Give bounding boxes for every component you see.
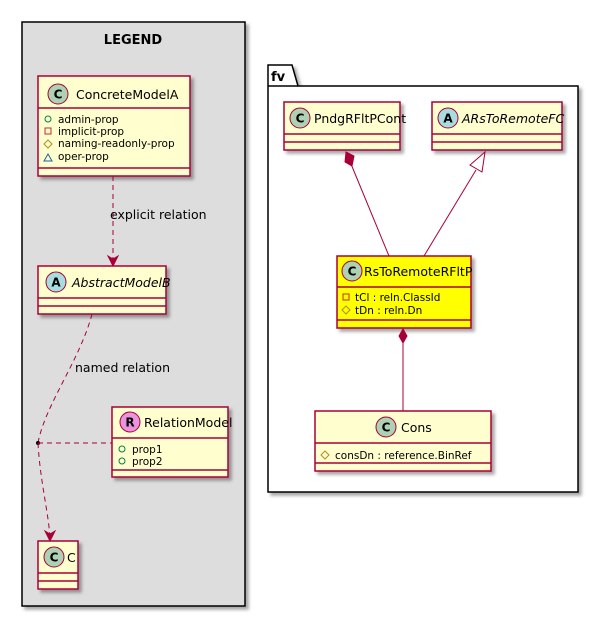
class-name: AbstractModelB (71, 275, 171, 290)
class-icon: C (47, 83, 69, 105)
class-name: C (67, 550, 76, 565)
abstract-icon: A (45, 271, 67, 293)
svg-text:prop1: prop1 (132, 444, 163, 456)
class-c[interactable]: C C (37, 540, 79, 590)
prop-row: consDn : reference.BinRef (320, 450, 472, 462)
composition-link (344, 151, 390, 257)
class-icon: C (43, 546, 65, 568)
package-name: fv (271, 70, 286, 85)
svg-text:admin-prop: admin-prop (58, 114, 119, 126)
svg-text:C: C (348, 265, 357, 279)
svg-text:C: C (54, 88, 63, 102)
class-abstract-model-b[interactable]: A AbstractModelB (37, 265, 171, 315)
prop-row: oper-prop (43, 151, 109, 163)
svg-text:tDn : reln.Dn: tDn : reln.Dn (355, 305, 422, 317)
relation-icon: R (119, 411, 141, 433)
composition-link (398, 327, 408, 411)
class-relation-model[interactable]: R RelationModel prop1 prop2 (111, 406, 232, 478)
private-icon (342, 293, 350, 301)
prop-row: admin-prop (44, 114, 119, 126)
inheritance-link (423, 150, 486, 257)
prop-row: tCl : reln.ClassId (342, 292, 440, 304)
prop-row: prop2 (118, 456, 163, 468)
class-name: RsToRemoteRFltP (364, 264, 473, 279)
prop-row: tDn : reln.Dn (341, 305, 422, 317)
class-rs-to-remote-rfltp[interactable]: C RsToRemoteRFltP tCl : reln.ClassId tDn… (336, 255, 473, 329)
svg-text:C: C (382, 421, 391, 435)
public-icon (118, 445, 126, 453)
private-icon (44, 127, 52, 135)
svg-text:A: A (51, 276, 61, 290)
public-icon (44, 115, 52, 123)
svg-text:consDn : reference.BinRef: consDn : reference.BinRef (335, 450, 472, 462)
prop-row: naming-readonly-prop (43, 138, 175, 150)
class-icon: C (375, 416, 397, 438)
svg-text:C: C (50, 551, 59, 565)
class-cons[interactable]: C Cons consDn : reference.BinRef (314, 410, 492, 472)
named-relation-arrow: named relation (36, 313, 170, 543)
svg-text:implicit-prop: implicit-prop (58, 126, 124, 138)
class-icon: C (341, 260, 363, 282)
class-pndg-rfltp-cont[interactable]: C PndgRFltPCont (283, 101, 406, 151)
class-name: ARsToRemoteFC (461, 111, 564, 126)
class-name: PndgRFltPCont (314, 111, 406, 126)
class-name: Cons (401, 420, 432, 435)
prop-row: implicit-prop (44, 126, 124, 138)
class-name: ConcreteModelA (76, 87, 179, 102)
class-concrete-model-a[interactable]: C ConcreteModelA admin-prop implicit-pro… (37, 75, 191, 177)
composition-diamond-icon (398, 327, 408, 345)
protected-icon (320, 450, 330, 460)
legend-title: LEGEND (104, 33, 163, 48)
svg-text:naming-readonly-prop: naming-readonly-prop (58, 138, 175, 150)
prop-row: prop1 (118, 444, 163, 456)
public-icon (118, 457, 126, 465)
named-relation-label: named relation (75, 360, 170, 375)
svg-text:A: A (443, 112, 453, 126)
class-ars-to-remote-fc[interactable]: A ARsToRemoteFC (431, 101, 564, 151)
svg-text:C: C (296, 112, 305, 126)
abstract-icon: A (437, 107, 459, 129)
svg-text:tCl : reln.ClassId: tCl : reln.ClassId (355, 292, 440, 304)
class-icon: C (289, 107, 311, 129)
class-name: RelationModel (144, 415, 232, 430)
protected-icon (43, 139, 53, 149)
svg-text:prop2: prop2 (132, 456, 163, 468)
package-icon (43, 152, 53, 162)
svg-text:oper-prop: oper-prop (58, 151, 109, 163)
explicit-relation-arrow: explicit relation (106, 176, 207, 268)
explicit-relation-label: explicit relation (110, 207, 207, 222)
protected-icon (341, 305, 351, 315)
svg-text:R: R (125, 416, 134, 430)
inheritance-triangle-icon (469, 150, 486, 173)
composition-diamond-icon (344, 151, 355, 167)
